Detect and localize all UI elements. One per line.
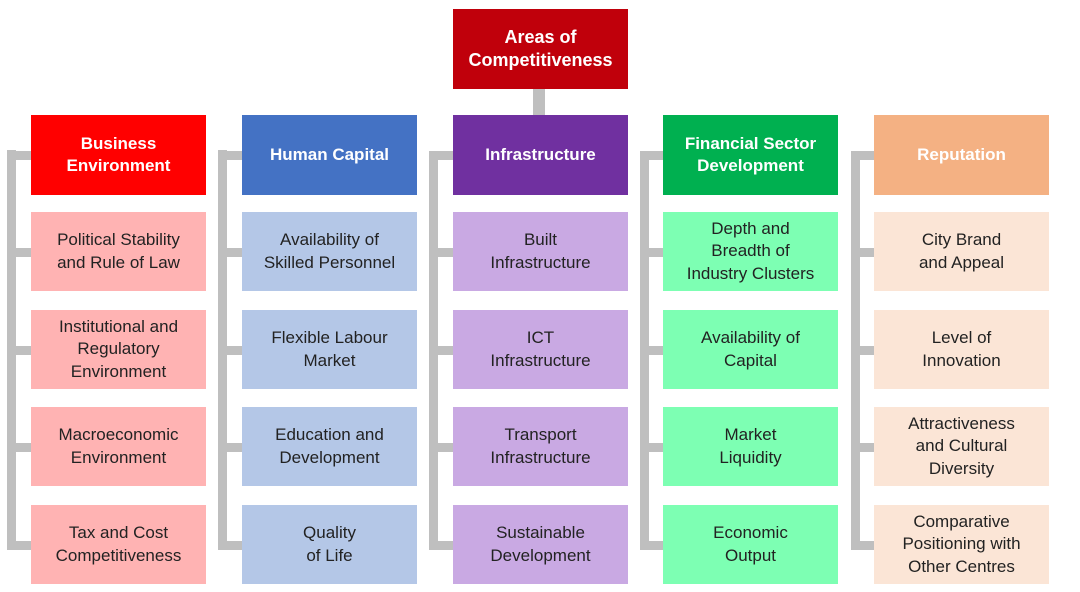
column-2-branch-3 [218,443,242,452]
column-2-branch-0 [218,151,242,160]
column-1-branch-0 [7,151,31,160]
column-4-header: Financial Sector Development [663,115,838,195]
column-2-item-4: Quality of Life [242,505,417,584]
column-5-branch-2 [851,346,875,355]
column-1-item-2: Institutional and Regulatory Environment [31,310,206,389]
column-1-spine [7,150,16,550]
column-2-branch-1 [218,248,242,257]
column-5-branch-1 [851,248,875,257]
column-2-item-3: Education and Development [242,407,417,486]
column-4-item-3: Market Liquidity [663,407,838,486]
column-2-item-2: Flexible Labour Market [242,310,417,389]
column-3-branch-4 [429,541,453,550]
column-2-branch-4 [218,541,242,550]
column-3-branch-3 [429,443,453,452]
column-4-branch-2 [640,346,664,355]
column-3-branch-1 [429,248,453,257]
column-1-item-1: Political Stability and Rule of Law [31,212,206,291]
column-3-branch-0 [429,151,453,160]
column-5-branch-4 [851,541,875,550]
column-3-item-4: Sustainable Development [453,505,628,584]
column-1-item-3: Macroeconomic Environment [31,407,206,486]
column-5-item-4: Comparative Positioning with Other Centr… [874,505,1049,584]
column-2-branch-2 [218,346,242,355]
column-4-spine [640,155,649,550]
column-5-branch-3 [851,443,875,452]
column-2-spine [218,150,227,550]
column-1-branch-4 [7,541,31,550]
column-5-item-2: Level of Innovation [874,310,1049,389]
column-5-item-3: Attractiveness and Cultural Diversity [874,407,1049,486]
column-1-header: Business Environment [31,115,206,195]
column-3-item-3: Transport Infrastructure [453,407,628,486]
column-5-header: Reputation [874,115,1049,195]
column-3-header: Infrastructure [453,115,628,195]
column-3-branch-2 [429,346,453,355]
column-1-item-4: Tax and Cost Competitiveness [31,505,206,584]
column-4-branch-1 [640,248,664,257]
root-node: Areas of Competitiveness [453,9,628,89]
column-5-spine [851,155,860,550]
column-2-header: Human Capital [242,115,417,195]
column-4-branch-4 [640,541,664,550]
column-4-item-1: Depth and Breadth of Industry Clusters [663,212,838,291]
column-1-branch-1 [7,248,31,257]
column-4-branch-0 [640,151,664,160]
column-4-branch-3 [640,443,664,452]
root-connector [533,89,545,115]
column-2-item-1: Availability of Skilled Personnel [242,212,417,291]
column-4-item-4: Economic Output [663,505,838,584]
column-5-branch-0 [851,151,875,160]
column-4-item-2: Availability of Capital [663,310,838,389]
column-3-item-1: Built Infrastructure [453,212,628,291]
column-1-branch-2 [7,346,31,355]
column-3-spine [429,155,438,550]
column-1-branch-3 [7,443,31,452]
column-3-item-2: ICT Infrastructure [453,310,628,389]
column-5-item-1: City Brand and Appeal [874,212,1049,291]
